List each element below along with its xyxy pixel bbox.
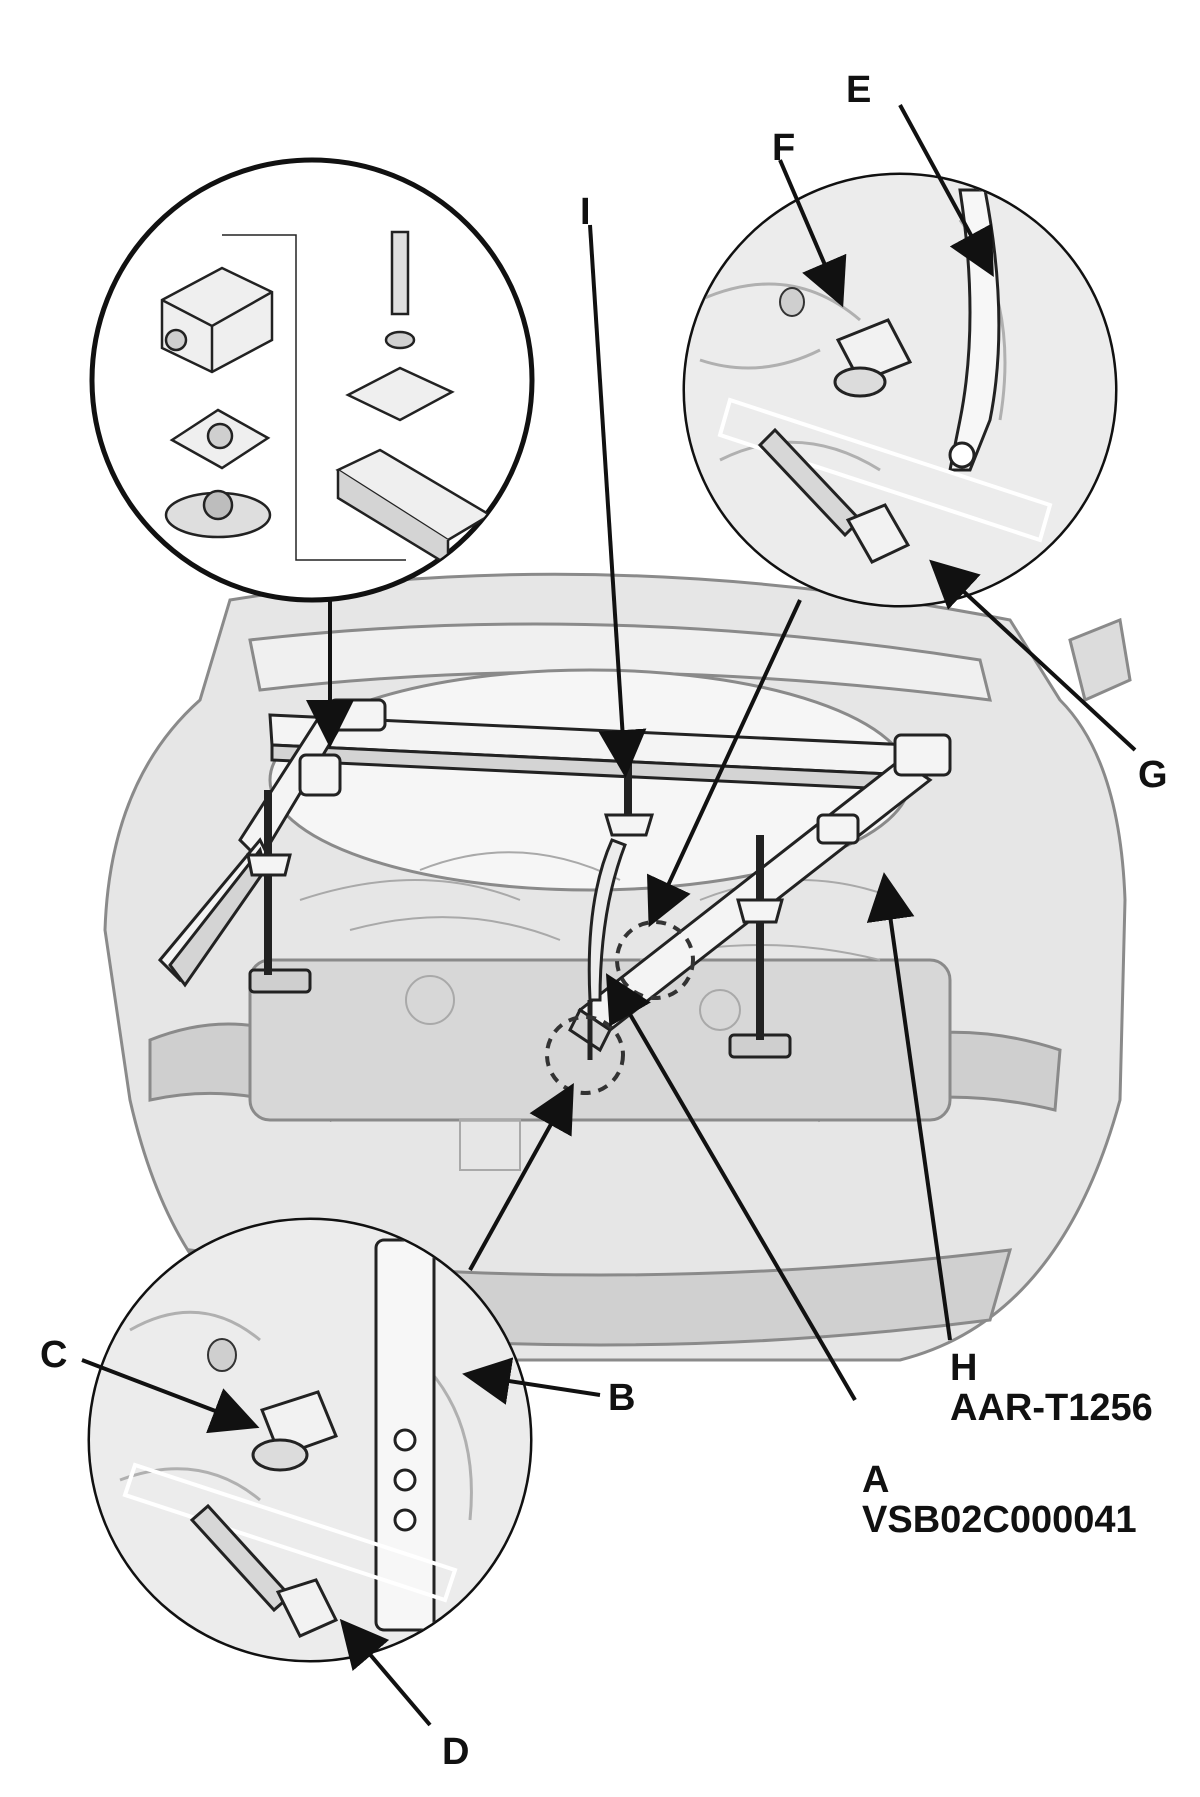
callout-i: I — [580, 192, 591, 232]
callout-h: H AAR-T1256 — [950, 1348, 1153, 1428]
callout-i-letter: I — [580, 191, 591, 233]
callout-b-letter: B — [608, 1377, 636, 1419]
callout-h-part-number: AAR-T1256 — [950, 1387, 1153, 1429]
detail-circle-top-left — [89, 157, 535, 603]
bolt-g — [757, 427, 911, 564]
callout-f: F — [772, 128, 795, 168]
callout-h-letter: H — [950, 1347, 978, 1389]
detail-ring-upper — [615, 920, 695, 1000]
callout-a-letter: A — [862, 1459, 890, 1501]
detail-circle-top-right — [682, 172, 1118, 608]
leader-lines — [81, 104, 1137, 1727]
callout-e: E — [846, 70, 871, 110]
callout-d: D — [442, 1732, 469, 1772]
callout-c: C — [40, 1335, 67, 1375]
support-bar-tool — [157, 698, 952, 1060]
callout-e-letter: E — [846, 69, 872, 111]
spacer-collar-f — [833, 318, 913, 398]
callout-d-letter: D — [442, 1731, 470, 1773]
hook-arm-detail — [374, 1238, 436, 1632]
spacer-collar-c — [251, 1390, 338, 1472]
callout-f-letter: F — [772, 127, 796, 169]
callout-g: G — [1138, 755, 1168, 795]
detail-ring-lower — [545, 1015, 625, 1095]
callout-b: B — [608, 1378, 635, 1418]
callout-c-letter: C — [40, 1334, 68, 1376]
callout-g-letter: G — [1138, 754, 1168, 796]
callout-a-part-number: VSB02C000041 — [862, 1499, 1137, 1541]
detail-circle-bottom-left — [87, 1217, 533, 1663]
callout-a: A VSB02C000041 — [862, 1460, 1137, 1540]
bolt-d — [189, 1503, 339, 1638]
